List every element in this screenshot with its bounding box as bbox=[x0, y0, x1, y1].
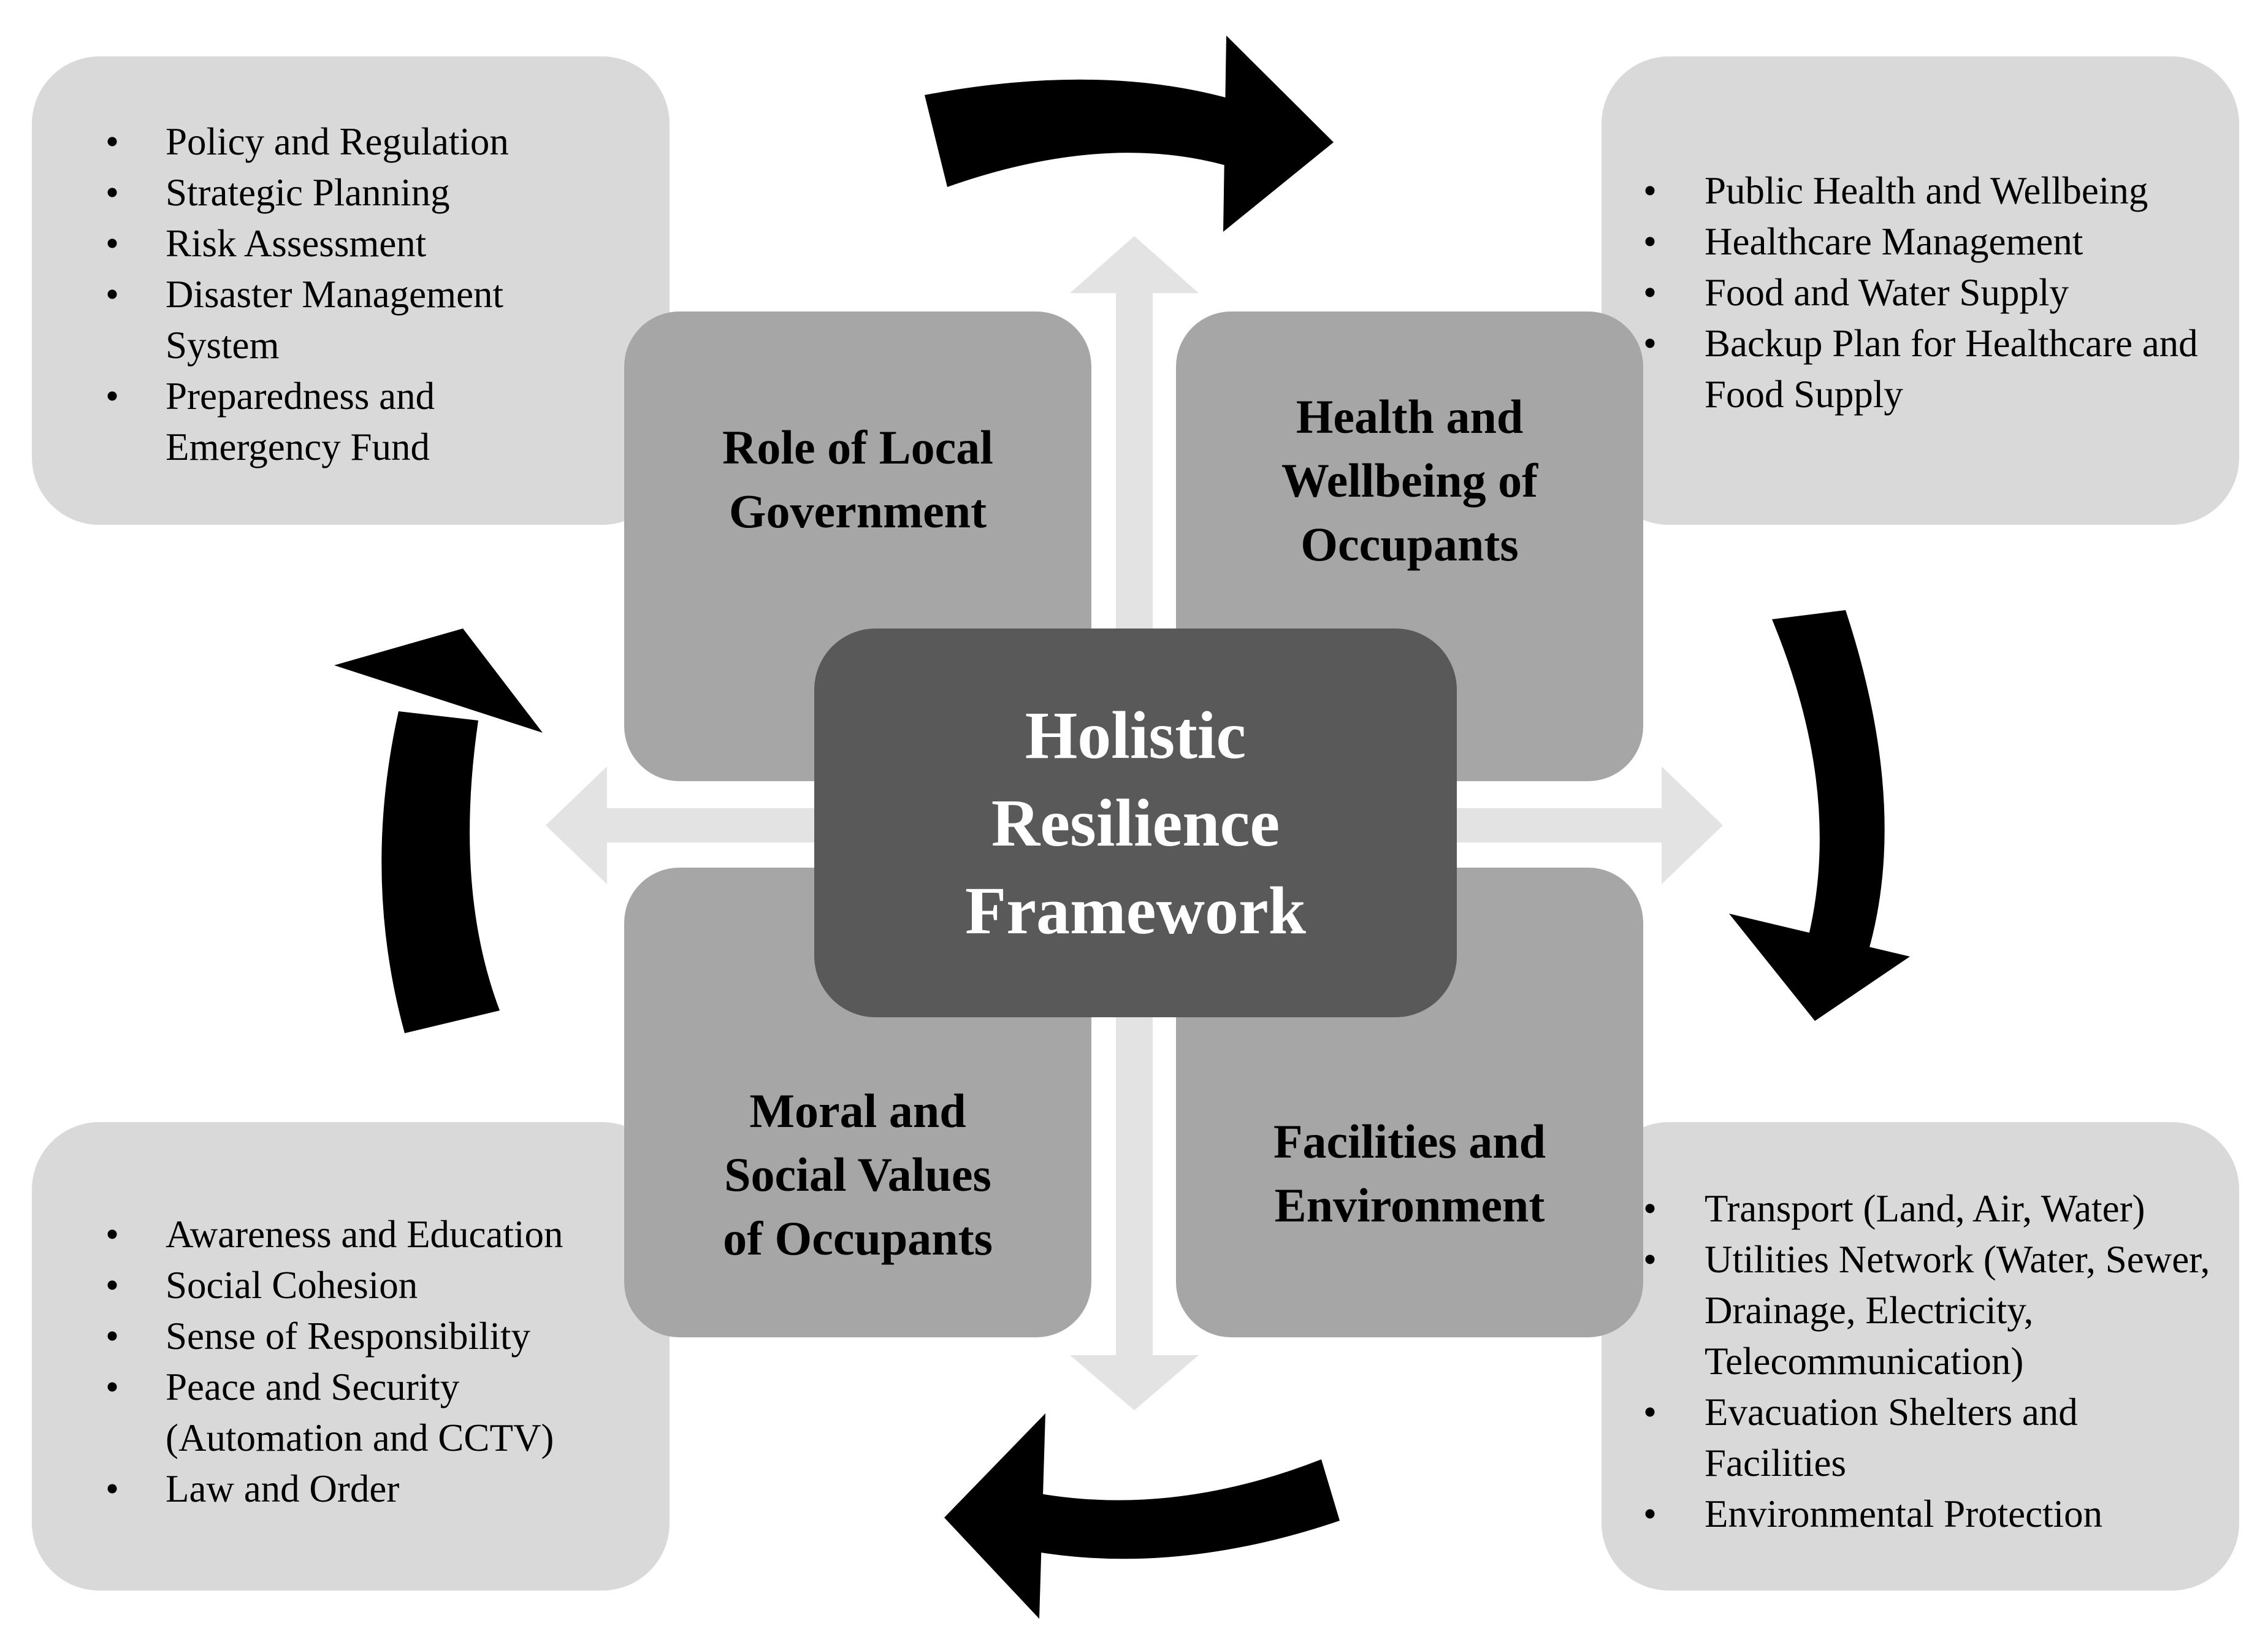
list-item: Awareness and Education bbox=[63, 1209, 645, 1260]
cycle-arrow-left bbox=[334, 628, 543, 1033]
center-framework-box: Holistic Resilience Framework bbox=[814, 628, 1457, 1017]
list-facilities-environment: Transport (Land, Air, Water) Utilities N… bbox=[1602, 1183, 2233, 1540]
list-item: Evacuation Shelters and Facilities bbox=[1602, 1387, 2195, 1489]
list-item: Preparedness and Emergency Fund bbox=[63, 371, 484, 473]
cross-arrow-left-head bbox=[546, 766, 607, 884]
cross-arrow-up-head bbox=[1070, 236, 1199, 293]
list-item: Disaster Management System bbox=[63, 269, 509, 371]
list-item: Environmental Protection bbox=[1602, 1489, 2233, 1540]
list-moral-social: Awareness and Education Social Cohesion … bbox=[63, 1209, 645, 1515]
list-local-government: Policy and Regulation Strategic Planning… bbox=[63, 117, 645, 473]
list-item: Backup Plan for Healthcare and Food Supp… bbox=[1602, 318, 2201, 420]
list-item: Food and Water Supply bbox=[1602, 267, 2227, 318]
pillar-title: Facilities and Environment bbox=[1273, 1115, 1546, 1232]
list-item: Utilities Network (Water, Sewer, Drainag… bbox=[1602, 1234, 2232, 1387]
list-item: Healthcare Management bbox=[1602, 216, 2227, 267]
cycle-arrow-top bbox=[925, 36, 1334, 232]
list-item: Risk Assessment bbox=[63, 218, 645, 269]
pillar-title: Role of Local Government bbox=[722, 421, 993, 538]
list-item: Peace and Security (Automation and CCTV) bbox=[63, 1362, 595, 1464]
list-item: Law and Order bbox=[63, 1464, 645, 1515]
list-item: Policy and Regulation bbox=[63, 117, 645, 167]
cross-arrow-down-head bbox=[1070, 1355, 1199, 1410]
list-item: Strategic Planning bbox=[63, 167, 645, 218]
pillar-title: Moral and Social Values of Occupants bbox=[723, 1084, 993, 1265]
list-item: Social Cohesion bbox=[63, 1260, 645, 1311]
center-title: Holistic Resilience Framework bbox=[965, 697, 1306, 948]
cycle-arrow-bottom bbox=[944, 1413, 1340, 1619]
list-health-wellbeing: Public Health and Wellbeing Healthcare M… bbox=[1602, 166, 2227, 420]
outer-box-top-left: Policy and Regulation Strategic Planning… bbox=[32, 56, 670, 525]
cross-arrow-right-head bbox=[1662, 766, 1723, 884]
outer-box-top-right: Public Health and Wellbeing Healthcare M… bbox=[1602, 56, 2239, 525]
cycle-arrows bbox=[334, 36, 1910, 1619]
outer-box-bottom-right: Transport (Land, Air, Water) Utilities N… bbox=[1602, 1122, 2239, 1591]
cycle-arrow-right bbox=[1729, 610, 1910, 1021]
outer-box-bottom-left: Awareness and Education Social Cohesion … bbox=[32, 1122, 670, 1591]
list-item: Sense of Responsibility bbox=[63, 1311, 645, 1362]
pillar-title: Health and Wellbeing of Occupants bbox=[1281, 390, 1538, 571]
list-item: Transport (Land, Air, Water) bbox=[1602, 1183, 2233, 1234]
list-item: Public Health and Wellbeing bbox=[1602, 166, 2227, 216]
